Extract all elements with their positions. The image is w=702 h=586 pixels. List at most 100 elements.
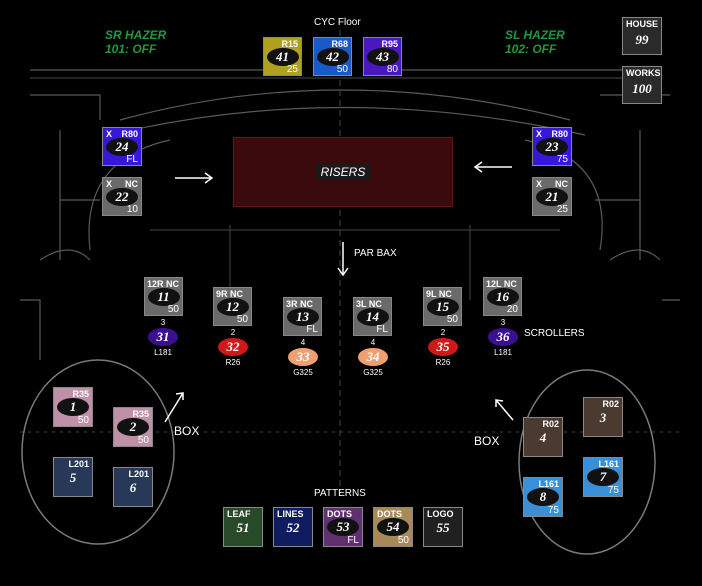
channel-24-color: R80 <box>121 129 138 139</box>
channel-6[interactable]: L201 6 <box>113 467 153 507</box>
channel-55[interactable]: LOGO 55 <box>423 507 463 547</box>
channel-54[interactable]: DOTS 54 50 <box>373 507 413 547</box>
risers-label: RISERS <box>315 164 371 180</box>
channel-5-color: L201 <box>68 459 89 469</box>
channel-23-color: R80 <box>551 129 568 139</box>
works-label: WORKS <box>626 68 661 78</box>
works-number: 100 <box>632 80 652 96</box>
channel-41-number: 41 <box>266 47 299 66</box>
channel-14-number: 14 <box>356 307 389 326</box>
channel-31[interactable]: 31 <box>148 328 178 346</box>
channel-42-number: 42 <box>316 47 349 66</box>
par-bax-label: PAR BAX <box>354 248 397 259</box>
channel-43-level: 80 <box>386 64 398 75</box>
sr-hazer[interactable]: SR HAZER 101: OFF <box>105 28 166 56</box>
channel-43[interactable]: R95 43 80 <box>363 37 402 76</box>
channel-53-number: 53 <box>327 518 359 536</box>
channel-8-number: 8 <box>527 488 559 506</box>
channel-8[interactable]: L161 8 75 <box>523 477 563 517</box>
channel-32[interactable]: 32 <box>218 338 248 356</box>
channel-23-tag: X <box>536 129 543 139</box>
channel-4-number: 4 <box>539 429 547 445</box>
channel-34[interactable]: 34 <box>358 348 388 366</box>
channel-24-number: 24 <box>106 137 138 156</box>
channel-16[interactable]: 12L NC 16 20 <box>483 277 522 316</box>
channel-42[interactable]: R68 42 50 <box>313 37 352 76</box>
sr-hazer-state: 101: OFF <box>105 42 157 56</box>
channel-12-label: 9R NC <box>216 289 244 299</box>
channel-11[interactable]: 12R NC 11 50 <box>144 277 183 316</box>
channel-36-gel: L181 <box>494 348 512 357</box>
channel-41[interactable]: R15 41 25 <box>263 37 302 76</box>
sl-hazer-state: 102: OFF <box>505 42 557 56</box>
channel-4[interactable]: R02 4 <box>523 417 563 457</box>
channel-15-number: 15 <box>426 297 459 316</box>
house-channel[interactable]: HOUSE 99 <box>622 17 662 55</box>
channel-23[interactable]: X R80 23 75 <box>532 127 572 166</box>
channel-54-level: 50 <box>397 535 409 546</box>
channel-1[interactable]: R35 1 50 <box>53 387 93 427</box>
channel-35-count: 2 <box>440 328 446 337</box>
channel-22[interactable]: X NC 22 10 <box>102 177 142 216</box>
channel-3[interactable]: R02 3 <box>583 397 623 437</box>
channel-21-color: NC <box>555 179 568 189</box>
house-number: 99 <box>635 31 649 47</box>
channel-21-number: 21 <box>536 187 568 206</box>
channel-34-gel: G325 <box>363 368 383 377</box>
channel-8-color: L161 <box>538 479 559 489</box>
channel-32-gel: R26 <box>225 358 241 367</box>
channel-55-number: 55 <box>436 519 450 535</box>
channel-22-level: 10 <box>126 204 138 215</box>
channel-3-number: 3 <box>599 409 607 425</box>
channel-1-color: R35 <box>72 389 89 399</box>
channel-2-level: 50 <box>137 435 149 446</box>
channel-15-level: 50 <box>446 314 458 325</box>
channel-2-color: R35 <box>132 409 149 419</box>
channel-51-number: 51 <box>236 519 250 535</box>
channel-35-gel: R26 <box>435 358 451 367</box>
channel-24-tag: X <box>106 129 113 139</box>
channel-42-color: R68 <box>331 39 348 49</box>
channel-21-level: 25 <box>556 204 568 215</box>
channel-15[interactable]: 9L NC 15 50 <box>423 287 462 326</box>
channel-35[interactable]: 35 <box>428 338 458 356</box>
patterns-label: PATTERNS <box>314 488 366 499</box>
channel-21[interactable]: X NC 21 25 <box>532 177 572 216</box>
channel-33[interactable]: 33 <box>288 348 318 366</box>
channel-15-label: 9L NC <box>426 289 452 299</box>
box-left-label: BOX <box>174 424 200 438</box>
channel-31-gel: L181 <box>154 348 172 357</box>
channel-51-label: LEAF <box>227 509 251 519</box>
channel-2[interactable]: R35 2 50 <box>113 407 153 447</box>
channel-12[interactable]: 9R NC 12 50 <box>213 287 252 326</box>
channel-12-number: 12 <box>216 297 249 316</box>
channel-23-level: 75 <box>556 154 568 165</box>
risers-area[interactable]: RISERS <box>233 137 453 207</box>
channel-36[interactable]: 36 <box>488 328 518 346</box>
channel-33-count: 4 <box>300 338 306 347</box>
channel-54-label: DOTS <box>377 509 403 519</box>
channel-24[interactable]: X R80 24 FL <box>102 127 142 166</box>
channel-53[interactable]: DOTS 53 FL <box>323 507 363 547</box>
channel-52-label: LINES <box>277 509 304 519</box>
channel-6-color: L201 <box>128 469 149 479</box>
channel-7[interactable]: L161 7 75 <box>583 457 623 497</box>
works-channel[interactable]: WORKS 100 <box>622 66 662 104</box>
channel-22-number: 22 <box>106 187 138 206</box>
channel-42-level: 50 <box>336 64 348 75</box>
channel-51[interactable]: LEAF 51 <box>223 507 263 547</box>
sl-hazer[interactable]: SL HAZER 102: OFF <box>505 28 565 56</box>
channel-53-label: DOTS <box>327 509 353 519</box>
channel-13[interactable]: 3R NC 13 FL <box>283 297 322 336</box>
channel-6-number: 6 <box>129 479 137 495</box>
channel-8-level: 75 <box>547 505 559 516</box>
channel-52-number: 52 <box>286 519 300 535</box>
channel-11-number: 11 <box>147 287 180 306</box>
channel-1-level: 50 <box>77 415 89 426</box>
channel-14[interactable]: 3L NC 14 FL <box>353 297 392 336</box>
channel-5[interactable]: L201 5 <box>53 457 93 497</box>
channel-52[interactable]: LINES 52 <box>273 507 313 547</box>
channel-54-number: 54 <box>377 518 409 536</box>
scrollers-label: SCROLLERS <box>524 328 585 339</box>
channel-32-count: 2 <box>230 328 236 337</box>
